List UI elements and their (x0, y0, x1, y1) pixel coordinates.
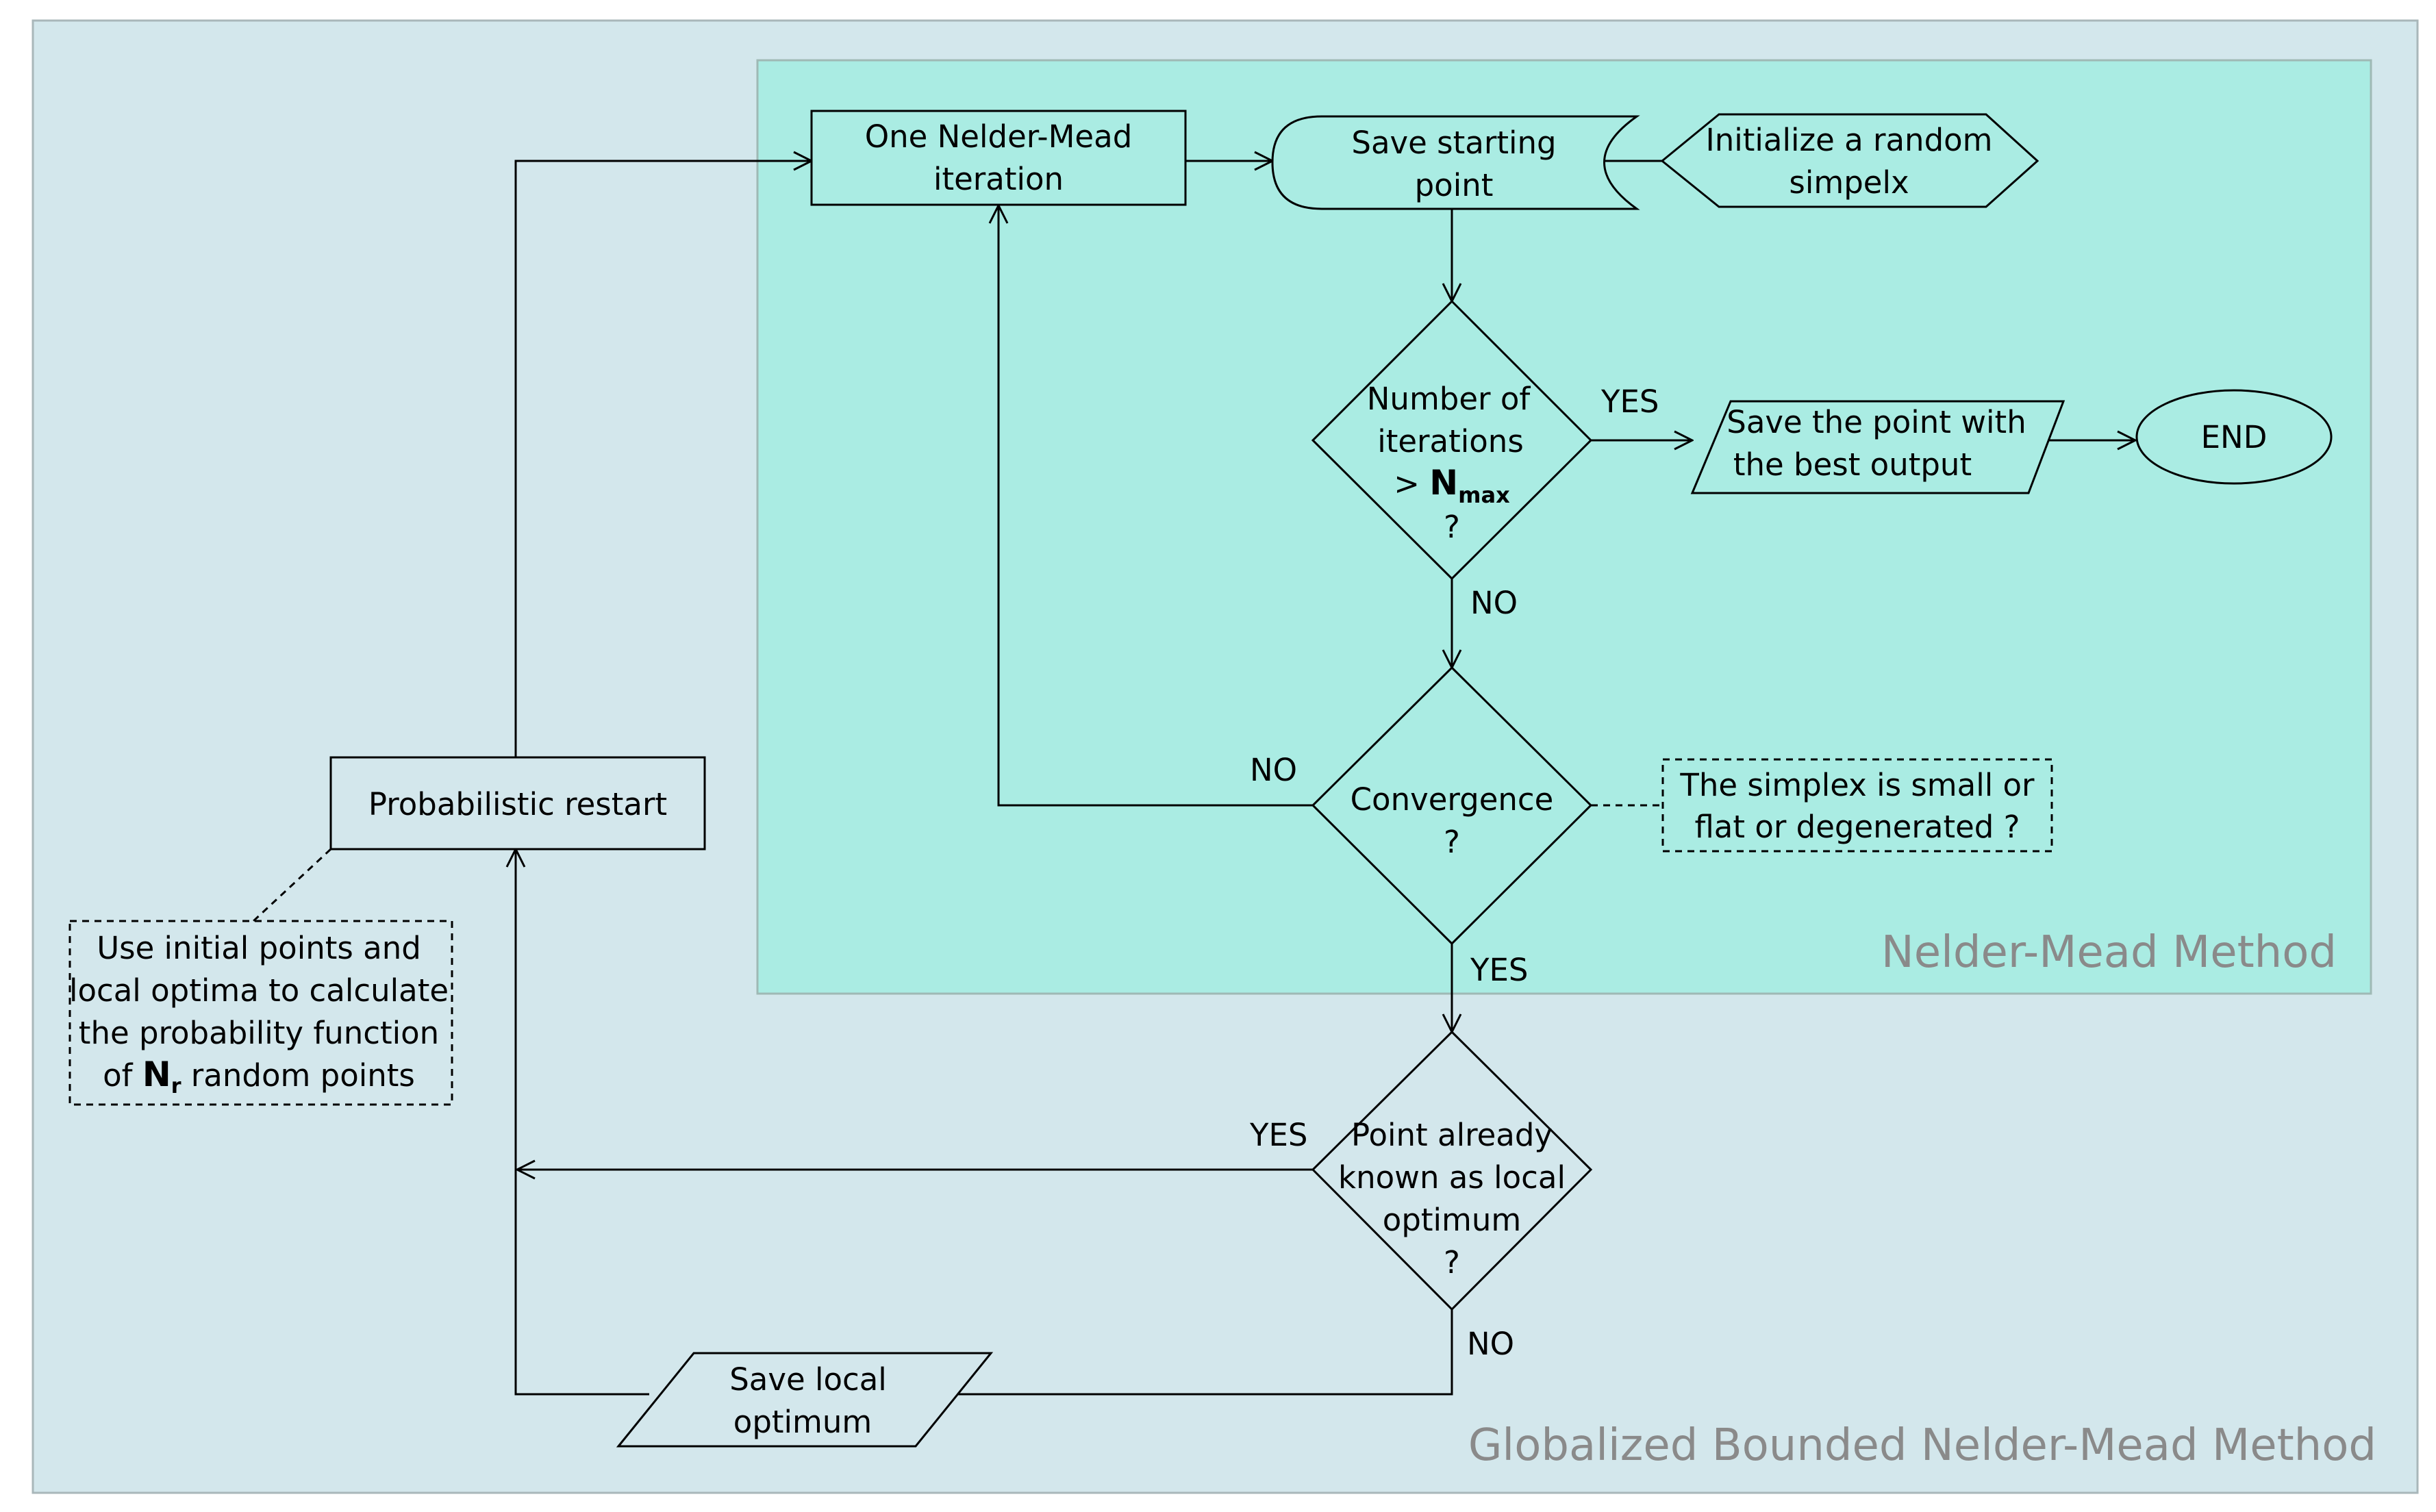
init-simplex-hexagon (1660, 113, 2039, 208)
save-start-label-2: point (1415, 167, 1494, 203)
edge-conv-no (999, 205, 1313, 807)
iteration-check-label-1: Number of (1367, 381, 1531, 417)
simplex-note-box (1661, 758, 2053, 853)
edge-known-no (957, 1309, 1453, 1396)
simplex-note-label-2: flat or degenerated ? (1694, 809, 2020, 845)
iteration-check-nmax: > Nmax (1394, 463, 1510, 508)
edge-label-yes-conv: YES (1470, 952, 1529, 988)
init-simplex-label-2: simpelx (1789, 164, 1909, 201)
iteration-check-label-2: iterations (1377, 423, 1524, 459)
end-ellipse (2135, 389, 2333, 485)
convergence-label-1: Convergence (1351, 781, 1554, 818)
save-local-label-2: optimum (733, 1404, 872, 1440)
one-iteration-label-1: One Nelder-Mead (865, 118, 1133, 155)
restart-note-label-4: of Nr random points (103, 1055, 415, 1098)
save-start-shape (1271, 115, 1640, 210)
save-best-parallelogram (1690, 400, 2065, 494)
restart-note-box (68, 920, 453, 1106)
known-optimum-label-1: Point already (1351, 1117, 1553, 1153)
edge-label-no-conv: NO (1250, 752, 1297, 788)
simplex-note-label-1: The simplex is small or (1679, 767, 2035, 803)
known-optimum-label-3: optimum (1383, 1202, 1521, 1238)
iteration-check-diamond (1311, 299, 1593, 581)
edge-save-local-to-restart (516, 849, 649, 1396)
outer-region-label: Globalized Bounded Nelder-Mead Method (1468, 1420, 2376, 1471)
save-best-label-1: Save the point with (1726, 404, 2026, 440)
save-local-parallelogram (616, 1352, 994, 1448)
save-start-label-1: Save starting (1351, 125, 1556, 161)
edge-label-yes-iter: YES (1600, 383, 1659, 420)
restart-note-label-1: Use initial points and (97, 930, 421, 966)
known-optimum-label-2: known as local (1338, 1159, 1566, 1196)
edge-label-no-iter: NO (1470, 585, 1518, 621)
restart-label: Probabilistic restart (368, 786, 667, 822)
restart-note-label-3: the probability function (79, 1015, 439, 1051)
connector-restart-note (252, 848, 332, 922)
inner-region-label: Nelder-Mead Method (1881, 927, 2337, 978)
edge-label-yes-known: YES (1249, 1117, 1308, 1153)
iteration-check-question: ? (1444, 509, 1460, 545)
known-optimum-label-4: ? (1444, 1244, 1460, 1281)
one-iteration-label-2: iteration (933, 161, 1064, 197)
save-local-label-1: Save local (729, 1361, 887, 1398)
end-label: END (2201, 419, 2268, 455)
init-simplex-label-1: Initialize a random (1705, 122, 1992, 158)
restart-box (329, 756, 706, 850)
save-best-label-2: the best output (1733, 446, 1972, 483)
restart-note-label-2: local optima to calculate (69, 972, 449, 1009)
convergence-diamond (1311, 666, 1593, 946)
edge-label-no-known: NO (1467, 1326, 1514, 1362)
known-optimum-diamond (1311, 1030, 1593, 1311)
inner-region (756, 59, 2372, 995)
convergence-label-2: ? (1444, 824, 1460, 860)
one-iteration-box (810, 110, 1187, 206)
edge-restart-to-iteration (514, 161, 812, 757)
